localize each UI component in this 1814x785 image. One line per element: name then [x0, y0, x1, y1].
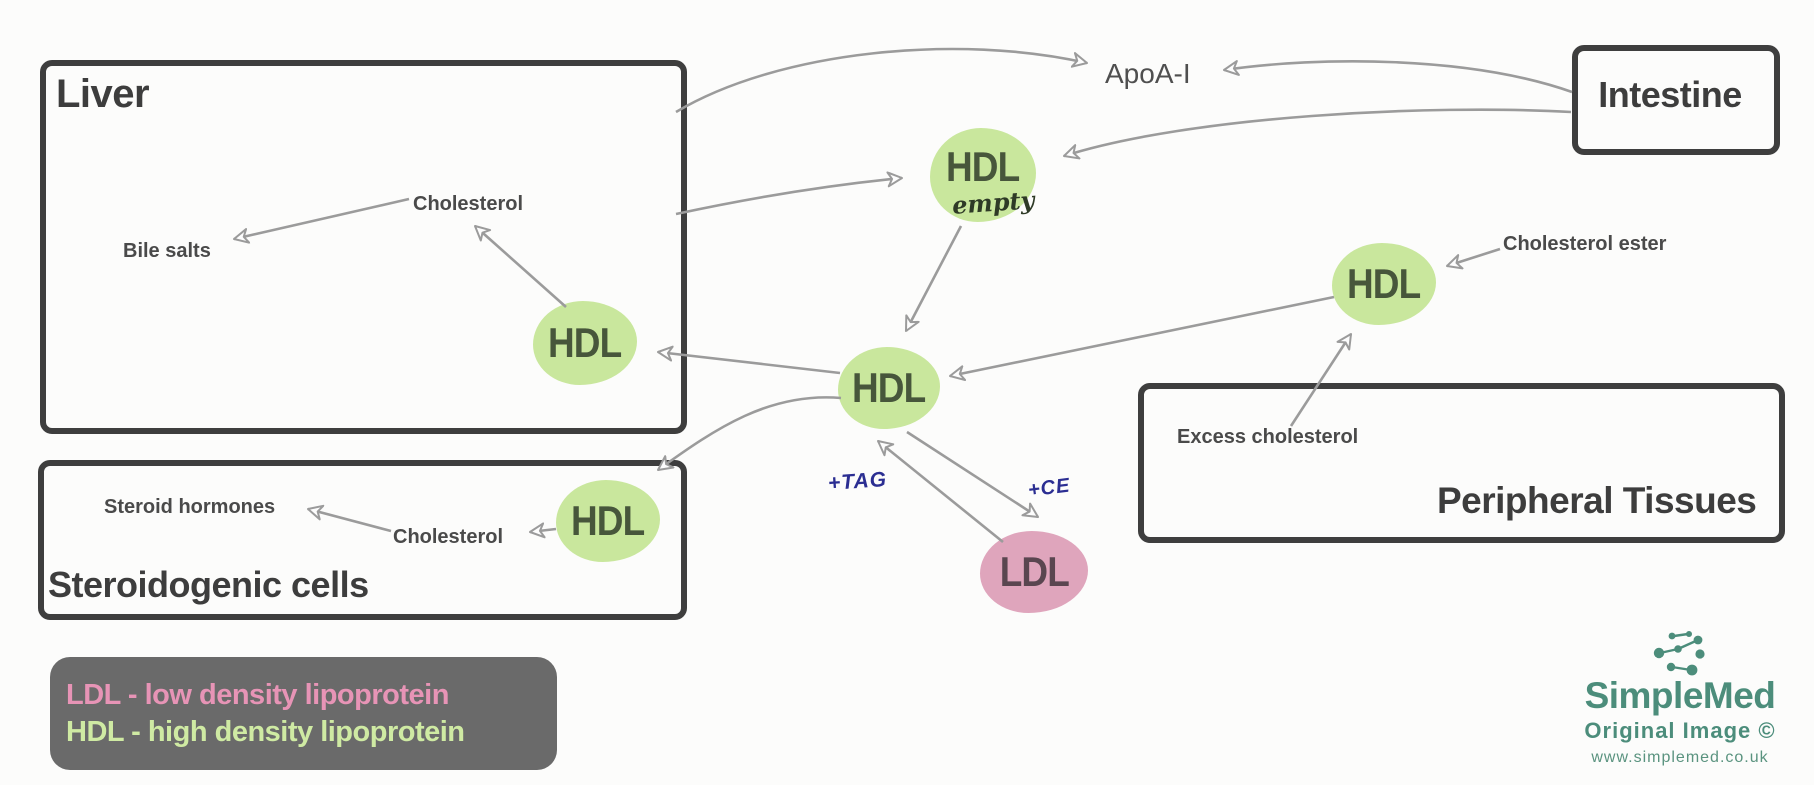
hdl-node-empty: HDL	[930, 128, 1036, 222]
excess-cholesterol-label: Excess cholesterol	[1177, 426, 1359, 448]
brand-name: SimpleMed	[1584, 675, 1776, 716]
arrow-intestine-to-hdl-empty	[1063, 108, 1572, 160]
arrow-hdl-central-to-hdl-steroidogenic	[657, 396, 842, 472]
arrow-ldl-to-hdl-central-tag	[877, 439, 1004, 544]
arrow-hdl-liver-to-cholesterol	[474, 225, 567, 308]
arrow-hdl-central-to-hdl-liver	[657, 345, 841, 375]
hdl-node-liver: HDL	[533, 301, 637, 385]
peripheral-box-title: Peripheral Tissues	[1437, 480, 1757, 521]
brand-original-image: Original Image ©	[1584, 717, 1776, 743]
ldl-node-label: LDL	[999, 548, 1069, 595]
steroid-hormones-label: Steroid hormones	[104, 496, 276, 518]
hdl-node-central-label: HDL	[852, 364, 926, 411]
hdl-node-steroidogenic: HDL	[556, 480, 660, 562]
intestine-box	[1572, 45, 1780, 155]
arrow-cholesterol-to-bile-salts	[233, 197, 410, 244]
arrow-cholesterol-ester-to-hdl-right	[1446, 247, 1501, 270]
legend-hdl-entry: HDL - high density lipoprotein	[66, 715, 465, 748]
steroidogenic-box	[38, 460, 687, 620]
hdl-node-right: HDL	[1332, 243, 1436, 325]
arrow-hdl-empty-to-hdl-central	[904, 225, 963, 332]
hdl-node-steroidogenic-label: HDL	[571, 497, 645, 544]
ldl-node: LDL	[980, 531, 1088, 613]
legend-box: LDL - low density lipoprotein HDL - high…	[50, 657, 557, 770]
watermark: SimpleMed Original Image © www.simplemed…	[1545, 628, 1814, 767]
liver-box-title: Liver	[56, 72, 150, 116]
hdl-node-liver-label: HDL	[548, 319, 622, 366]
hdl-node-empty-label: HDL	[946, 143, 1020, 190]
arrow-liver-to-hdl-empty	[675, 171, 903, 216]
arrow-intestine-to-apoa1	[1223, 60, 1573, 94]
arrow-hdl-steroidogenic-to-cholesterol	[529, 522, 557, 539]
bile-salts-label: Bile salts	[123, 240, 211, 262]
intestine-box-title: Intestine	[1598, 74, 1742, 115]
cholesterol-ester-label: Cholesterol ester	[1503, 233, 1667, 255]
cholesterol-liver-label: Cholesterol	[413, 193, 524, 215]
plus-tag-annotation: +TAG	[827, 467, 888, 496]
arrow-liver-to-apoa1	[675, 47, 1088, 114]
steroidogenic-box-title: Steroidogenic cells	[48, 564, 369, 605]
molecule-logo-icon	[1653, 631, 1705, 676]
peripheral-box	[1138, 383, 1785, 543]
hdl-node-right-label: HDL	[1347, 260, 1421, 307]
apoa1-label: ApoA-I	[1105, 58, 1191, 89]
brand-url: www.simplemed.co.uk	[1591, 748, 1769, 766]
liver-box	[40, 60, 687, 434]
legend-ldl-entry: LDL - low density lipoprotein	[66, 678, 449, 711]
arrow-cholesterol-to-steroid-hormones	[307, 504, 392, 533]
arrow-hdl-central-to-ldl-ce	[906, 430, 1039, 519]
arrow-excess-cholesterol-to-hdl-right	[1289, 333, 1353, 427]
arrow-hdl-right-to-hdl-central	[949, 295, 1335, 382]
hdl-node-central: HDL	[838, 347, 940, 429]
cholesterol-steroidogenic-label: Cholesterol	[393, 526, 504, 548]
